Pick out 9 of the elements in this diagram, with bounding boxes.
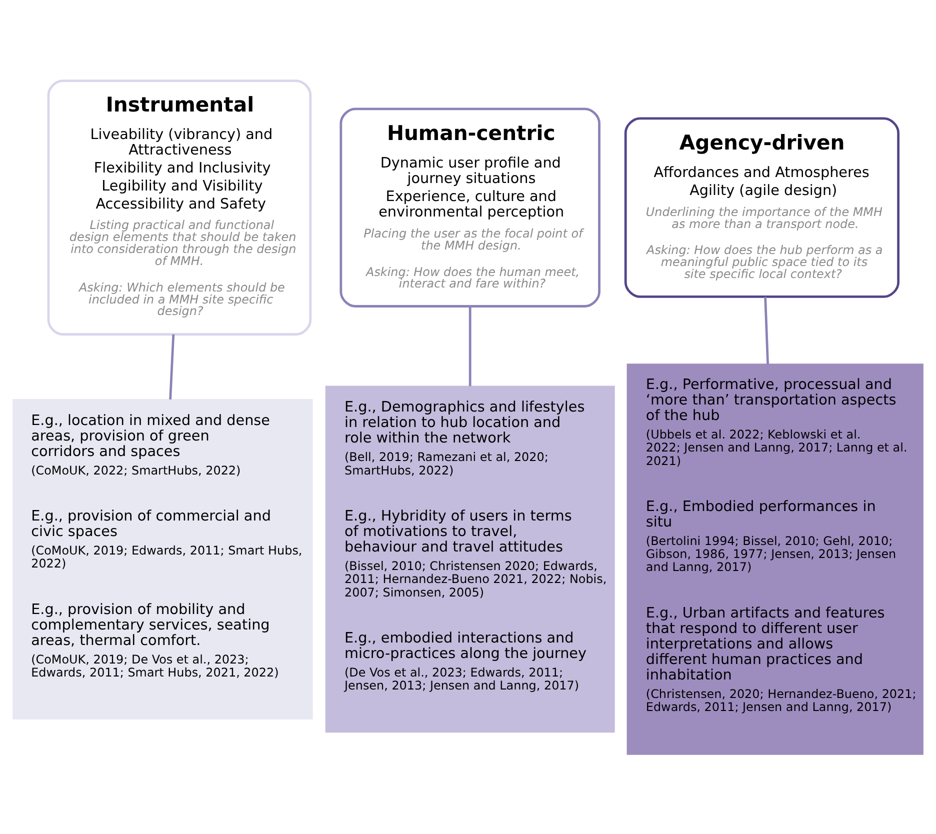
node-box: E.g., Demographics and lifestyles in relation to hub location and role within the network (Bell, 2019; Ramezani et al, 2020; SmartHubs, 2022) E.g., Hybridity of users in terms of motivations to travel, behaviour and travel attitudes (Bissel, 2010; Christensen 2020; Edwards, 2011; Hernandez-Bueno 2021, 2022; Nobis, 2007; Simonsen, 2005) E.g., embodied interactions and micro-practices along the journey (De Vos et al., 2023; Edwards, 2011; Jensen, 2013; Jensen and Lanng, 2017) — [325, 385, 615, 732]
node-box: Human-centric Dynamic user profile and journey situations Experience, culture and environmental perception Placing the user as the focal point of the MMH design. Asking: How does the human meet, interact and fare within? — [340, 107, 600, 307]
connector — [468, 306, 472, 386]
node-box: Agency-driven Affordances and Atmospheres Agility (agile design) Underlining the importance of the MMH as more than a transport node. Asking: How does the hub perform as a meaningful public space tied to its site specific local context? — [624, 116, 900, 298]
connector — [764, 296, 769, 364]
node-box: E.g., Performative, processual and ‘more than’ transportation aspects of the hub (Ubbels et al. 2022; Keblowski et al. 2022; Jensen and Lanng, 2017; Lanng et al. 2021) E.g., Embodied performances in situ (Bertolini 1994; Bissel, 2010; Gehl, 2010; Gibson, 1986, 1977; Jensen, 2013; Jensen and Lanng, 2017) E.g., Urban artifacts and features that respond to different user interpretations and allows different human practices and inhabitation (Christensen, 2020; Hernandez-Bueno, 2021; Edwards, 2011; Jensen and Lanng, 2017) — [626, 363, 924, 754]
node-box: Instrumental Liveability (vibrancy) and Attractiveness Flexibility and Inclusivity Legibility and Visibility Accessibility and Safety Listing practical and functional design elements that should be taken into consideration through the design of MMH. Asking: Which elements should be included in a MMH site specific design? — [47, 79, 312, 336]
connector — [169, 334, 175, 400]
node-box: E.g., location in mixed and dense areas, provision of green corridors and spaces (CoMoUK, 2022; SmartHubs, 2022) E.g., provision of commercial and civic spaces (CoMoUK, 2019; Edwards, 2011; Smart Hubs, 2022) E.g., provision of mobility and complementary services, seating areas, thermal comfort. (CoMoUK, 2019; De Vos et al., 2023; Edwards, 2011; Smart Hubs, 2021, 2022) — [12, 398, 313, 720]
